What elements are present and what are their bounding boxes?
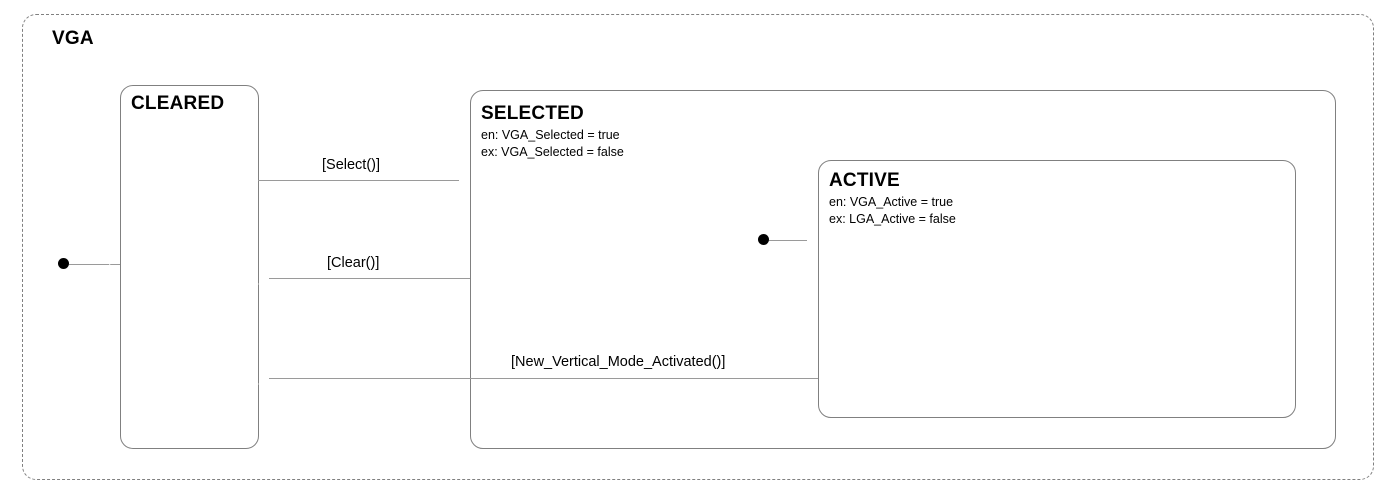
state-cleared[interactable] — [120, 85, 259, 449]
state-entry-action-selected: en: VGA_Selected = true — [481, 128, 620, 142]
transition-label-clear: [Clear()] — [327, 255, 380, 271]
transition-line-initial-active — [769, 240, 807, 241]
initial-state-dot-cleared[interactable] — [58, 258, 69, 269]
state-exit-action-active: ex: LGA_Active = false — [829, 212, 956, 226]
state-name-active: ACTIVE — [829, 170, 900, 191]
region-title-vga: VGA — [52, 28, 94, 49]
state-active[interactable] — [818, 160, 1296, 418]
transition-label-select: [Select()] — [322, 157, 381, 173]
transition-line-new-vertical-mode — [269, 378, 818, 379]
state-name-cleared: CLEARED — [131, 93, 225, 114]
state-exit-action-selected: ex: VGA_Selected = false — [481, 145, 624, 159]
composite-region-vga[interactable] — [22, 14, 1374, 480]
transition-label-new-vertical-mode: [New_Vertical_Mode_Activated()] — [511, 354, 726, 370]
transition-line-select — [258, 180, 459, 181]
state-name-selected: SELECTED — [481, 103, 584, 124]
transition-line-clear — [269, 278, 470, 279]
state-entry-action-active: en: VGA_Active = true — [829, 195, 954, 209]
transition-line-initial-cleared — [69, 264, 147, 265]
initial-state-dot-active[interactable] — [758, 234, 769, 245]
